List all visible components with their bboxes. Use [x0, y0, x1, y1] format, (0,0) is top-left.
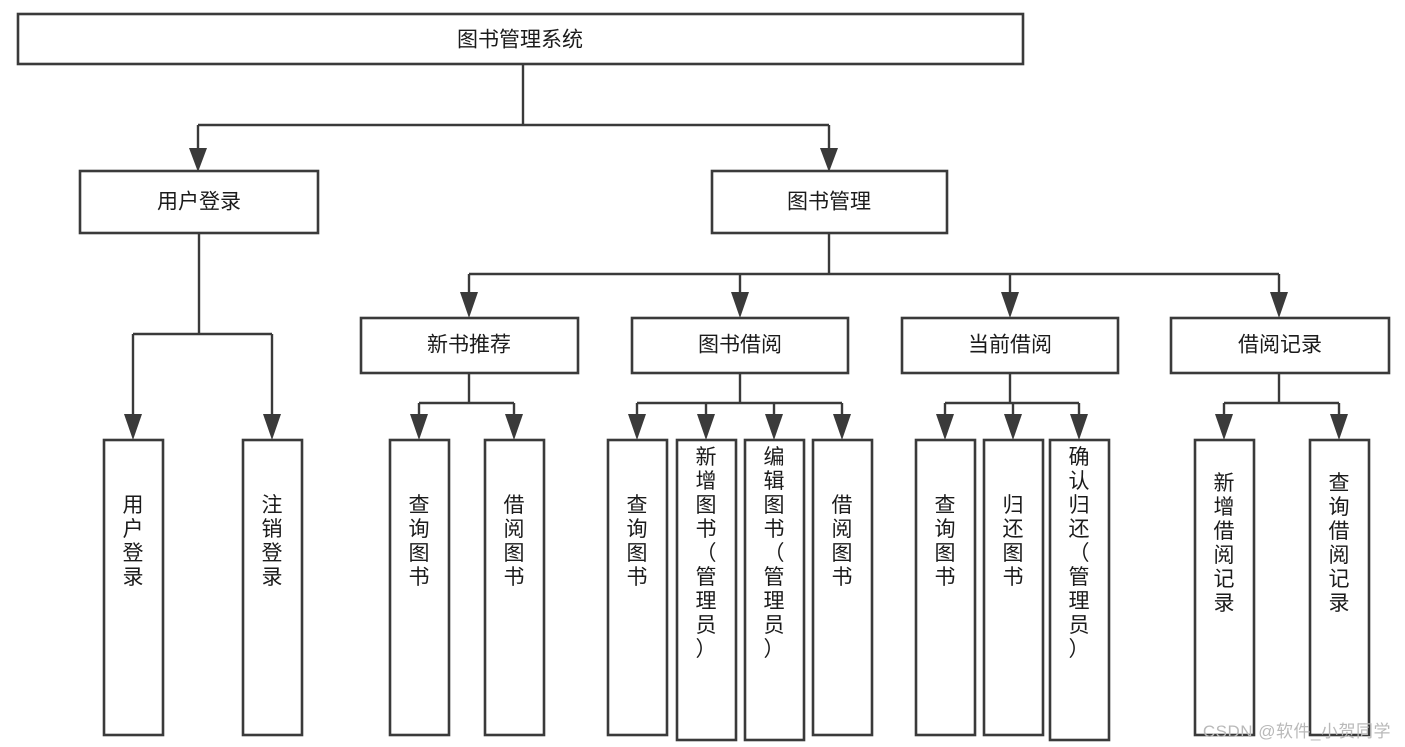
arrowhead-book-borrow	[731, 292, 749, 318]
node-leaf-query-record[interactable]: 查询借阅记录	[1308, 438, 1371, 737]
arrowhead-leaf-query-book-1	[410, 414, 428, 440]
node-leaf-logout-login-label: 注销登录	[262, 494, 283, 589]
node-leaf-query-record-box[interactable]	[1308, 438, 1371, 737]
node-leaf-add-book[interactable]: 新增图书（管理员）	[675, 438, 738, 742]
node-leaf-add-record[interactable]: 新增借阅记录	[1193, 438, 1256, 737]
node-current-borrow[interactable]: 当前借阅	[900, 316, 1120, 375]
arrowhead-user-login	[189, 148, 207, 172]
node-leaf-borrow-book-1[interactable]: 借阅图书	[483, 438, 546, 737]
arrowhead-leaf-borrow-book-1	[505, 414, 523, 440]
node-leaf-borrow-book-1-label: 借阅图书	[504, 494, 525, 589]
node-user-login-box[interactable]	[78, 169, 320, 235]
arrowhead-leaf-edit-book	[765, 414, 783, 440]
node-book-management[interactable]: 图书管理	[710, 169, 949, 235]
node-leaf-user-login-box[interactable]	[102, 438, 165, 737]
node-book-borrow[interactable]: 图书借阅	[630, 316, 850, 375]
arrowhead-leaf-query-book-3	[936, 414, 954, 440]
node-leaf-add-book-label: 新增图书（管理员）	[696, 446, 717, 661]
node-borrow-record-box[interactable]	[1169, 316, 1391, 375]
node-leaf-edit-book-box[interactable]	[743, 438, 806, 742]
node-new-book-recommend-label: 新书推荐	[427, 334, 511, 357]
node-leaf-edit-book[interactable]: 编辑图书（管理员）	[743, 438, 806, 742]
node-new-book-recommend[interactable]: 新书推荐	[359, 316, 580, 375]
arrowhead-leaf-add-book	[697, 414, 715, 440]
node-leaf-user-login-label: 用户登录	[123, 494, 144, 589]
arrowhead-leaf-query-record	[1330, 414, 1348, 440]
node-leaf-borrow-book-1-box[interactable]	[483, 438, 546, 737]
node-book-management-box[interactable]	[710, 169, 949, 235]
node-leaf-query-book-3[interactable]: 查询图书	[914, 438, 977, 737]
node-leaf-query-book-3-label: 查询图书	[935, 494, 956, 589]
node-leaf-add-book-box[interactable]	[675, 438, 738, 742]
node-root-label: 图书管理系统	[457, 29, 583, 52]
arrowhead-borrow-record	[1270, 292, 1288, 318]
arrowhead-new-book-recommend	[460, 292, 478, 318]
node-leaf-query-book-2[interactable]: 查询图书	[606, 438, 669, 737]
node-leaf-add-record-box[interactable]	[1193, 438, 1256, 737]
node-leaf-return-book-box[interactable]	[982, 438, 1045, 737]
arrowhead-current-borrow	[1001, 292, 1019, 318]
arrowhead-leaf-return-book	[1004, 414, 1022, 440]
node-current-borrow-box[interactable]	[900, 316, 1120, 375]
connector-layer	[124, 64, 1348, 440]
node-leaf-query-record-label: 查询借阅记录	[1329, 472, 1350, 615]
arrowhead-leaf-user-login	[124, 414, 142, 440]
arrowhead-leaf-query-book-2	[628, 414, 646, 440]
node-current-borrow-label: 当前借阅	[968, 334, 1052, 357]
node-leaf-user-login[interactable]: 用户登录	[102, 438, 165, 737]
node-leaf-confirm-return-box[interactable]	[1048, 438, 1111, 742]
watermark: CSDN @软件_小贺同学	[1202, 722, 1391, 741]
node-root[interactable]: 图书管理系统	[16, 12, 1025, 66]
arrowhead-leaf-add-record	[1215, 414, 1233, 440]
node-leaf-borrow-book-2-box[interactable]	[811, 438, 874, 737]
node-leaf-query-book-1-box[interactable]	[388, 438, 451, 737]
node-root-box[interactable]	[16, 12, 1025, 66]
node-leaf-return-book[interactable]: 归还图书	[982, 438, 1045, 737]
arrowhead-leaf-logout-login	[263, 414, 281, 440]
node-leaf-query-book-1-label: 查询图书	[409, 494, 430, 589]
node-leaf-borrow-book-2[interactable]: 借阅图书	[811, 438, 874, 737]
arrowhead-leaf-confirm-return	[1070, 414, 1088, 440]
node-book-borrow-label: 图书借阅	[698, 334, 782, 357]
arrowhead-leaf-borrow-book-2	[833, 414, 851, 440]
node-book-borrow-box[interactable]	[630, 316, 850, 375]
node-borrow-record-label: 借阅记录	[1238, 334, 1322, 357]
node-user-login[interactable]: 用户登录	[78, 169, 320, 235]
node-leaf-add-record-label: 新增借阅记录	[1214, 472, 1235, 615]
node-user-login-label: 用户登录	[157, 191, 241, 214]
node-leaf-return-book-label: 归还图书	[1003, 494, 1024, 589]
node-borrow-record[interactable]: 借阅记录	[1169, 316, 1391, 375]
node-leaf-confirm-return-label: 确认归还（管理员）	[1069, 446, 1090, 661]
node-leaf-query-book-3-box[interactable]	[914, 438, 977, 737]
node-leaf-query-book-2-label: 查询图书	[627, 494, 648, 589]
node-leaf-query-book-1[interactable]: 查询图书	[388, 438, 451, 737]
node-leaf-logout-login[interactable]: 注销登录	[241, 438, 304, 737]
node-leaf-borrow-book-2-label: 借阅图书	[832, 494, 853, 589]
node-new-book-recommend-box[interactable]	[359, 316, 580, 375]
arrowhead-book-management	[820, 148, 838, 172]
node-book-management-label: 图书管理	[787, 191, 871, 214]
node-leaf-logout-login-box[interactable]	[241, 438, 304, 737]
node-leaf-edit-book-label: 编辑图书（管理员）	[764, 446, 785, 661]
node-leaf-confirm-return[interactable]: 确认归还（管理员）	[1048, 438, 1111, 742]
node-leaf-query-book-2-box[interactable]	[606, 438, 669, 737]
